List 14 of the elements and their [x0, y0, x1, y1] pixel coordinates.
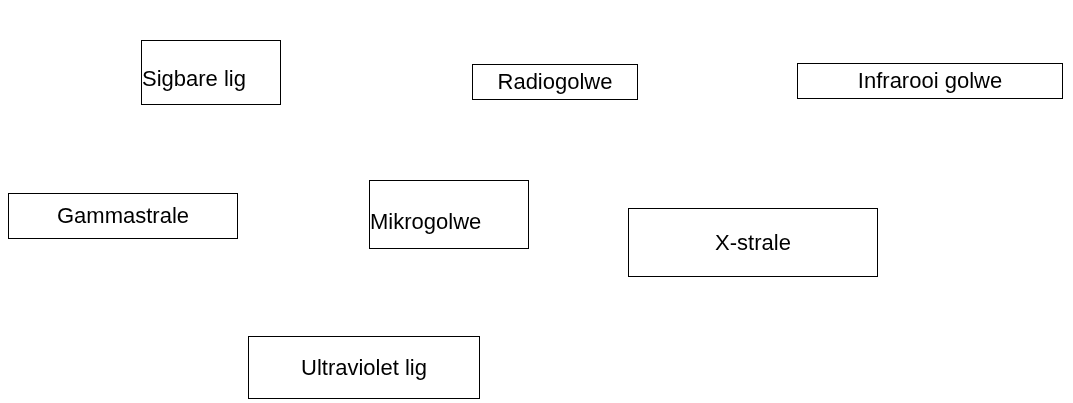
label-box — [369, 180, 529, 249]
box-label: X-strale — [715, 229, 791, 256]
label-box — [797, 63, 1063, 99]
box-label: Sigbare lig — [142, 65, 246, 92]
label-box — [472, 64, 638, 100]
box-label: Ultraviolet lig — [301, 354, 427, 381]
box-label: Gammastrale — [56, 203, 189, 229]
box-label: Radiogolwe — [497, 69, 613, 95]
label-box — [248, 336, 480, 399]
box-label: Infrarooi golwe — [857, 68, 1003, 94]
label-box — [141, 40, 281, 105]
label-box — [628, 208, 878, 277]
label-box — [8, 193, 238, 239]
box-label: Mikrogolwe — [370, 208, 482, 235]
